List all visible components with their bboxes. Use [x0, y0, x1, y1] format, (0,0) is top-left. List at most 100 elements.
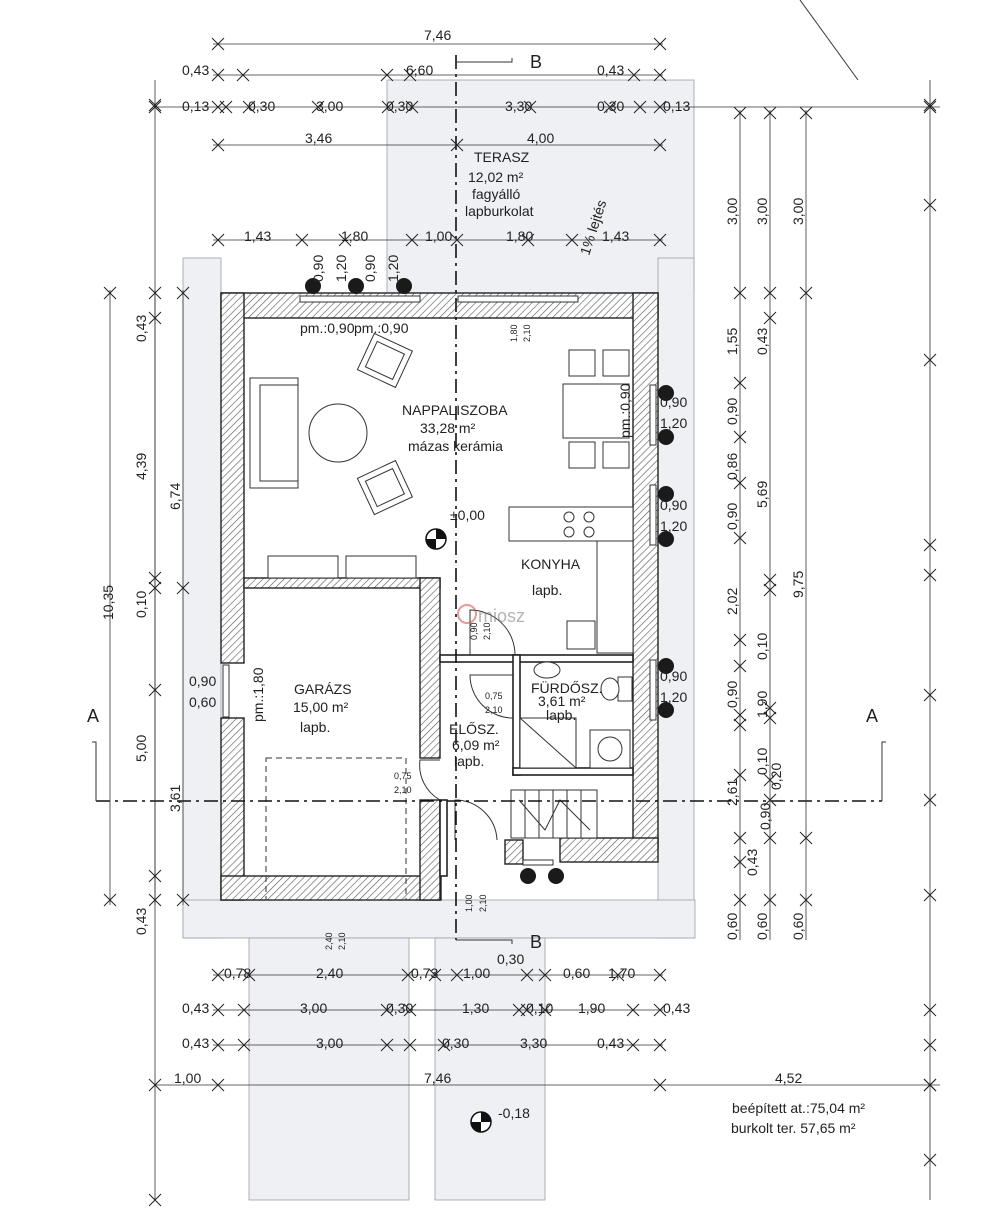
dimension-tick	[733, 718, 747, 732]
dimension-tick	[437, 1038, 451, 1052]
dim-right-c2: 0,60	[754, 913, 770, 940]
dining-chair	[568, 441, 596, 469]
window-label-pm: pm.:0,90	[300, 320, 355, 336]
dim-right-c1: 1,55	[724, 328, 740, 355]
dimension-tick	[733, 768, 747, 782]
room-name: GARÁZS	[294, 681, 352, 697]
dim-bottom-r3: 0,43	[182, 1000, 209, 1016]
window-label-right: 1,20	[660, 689, 687, 705]
room-garazs: GARÁZS 15,00 m² lapb.	[293, 681, 352, 735]
room-finish: lapb.	[454, 753, 484, 769]
dimension-tick	[380, 1038, 394, 1052]
dim-right-c2: 1,90	[754, 691, 770, 718]
door-garage	[419, 759, 441, 801]
window-right-1	[649, 384, 657, 446]
dimension-tick	[450, 233, 464, 247]
dimension-tick	[148, 571, 162, 585]
door-label: 1,00	[464, 894, 474, 912]
dim-bottom-r5: 7,46	[424, 1070, 451, 1086]
dim-top-r3: 0,30	[597, 98, 624, 114]
room-finish: lapburkolat	[465, 203, 534, 219]
door-label: 2,10	[478, 894, 488, 912]
dim-right-c1: 0,90	[724, 503, 740, 530]
wall-top	[220, 292, 659, 319]
dim-right-c2: 0,43	[754, 328, 770, 355]
dimension-tick	[428, 968, 442, 982]
dimension-tick	[211, 233, 225, 247]
dim-bottom-r3: 3,00	[300, 1000, 327, 1016]
level-outside: -0,18	[498, 1105, 530, 1121]
wall-bottom-right	[559, 837, 659, 863]
wall-bath-top	[439, 654, 634, 663]
dimension-tick	[176, 286, 190, 300]
windows	[222, 295, 657, 866]
walkway	[434, 937, 546, 1201]
dimension-tick	[923, 1153, 937, 1167]
dimension-tick	[219, 100, 233, 114]
door-swings	[419, 609, 516, 841]
level-marker-main	[425, 528, 447, 550]
dimension-tick	[923, 538, 937, 552]
paved-areas	[182, 79, 696, 1201]
plant-icon	[348, 278, 364, 294]
dimension-tick	[295, 233, 309, 247]
dim-left-inner: 0,43	[133, 315, 149, 342]
dimension-tick	[763, 573, 777, 587]
dimension-tick	[103, 893, 117, 907]
dimension-tick	[763, 286, 777, 300]
wall-hall-left	[439, 799, 448, 877]
dimension-tick	[799, 831, 813, 845]
dimension-tick	[763, 711, 777, 725]
dim-right-c1: 0,60	[724, 913, 740, 940]
dimension-tick	[763, 583, 777, 597]
dimension-tick	[923, 353, 937, 367]
dimension-tick	[733, 708, 747, 722]
dining-chair	[602, 441, 630, 469]
dimension-tick	[538, 968, 552, 982]
dim-right-c1: 0,20	[768, 763, 784, 790]
dimension-tick	[733, 855, 747, 869]
dimension-tick	[520, 968, 534, 982]
plant-icon	[658, 429, 674, 445]
dimension-tick	[799, 893, 813, 907]
dim-bottom-r2: 2,40	[316, 965, 343, 981]
dim-right-c3: 9,75	[790, 571, 806, 598]
dim-bottom-r3: 1,90	[578, 1000, 605, 1016]
dimension-tick	[923, 1038, 937, 1052]
dim-right-c2: 0,10	[754, 633, 770, 660]
dim-bottom-r2: 1,70	[608, 965, 635, 981]
dimension-tick	[401, 968, 415, 982]
dim-top-r3: 3,30	[505, 98, 532, 114]
dim-top-r5: 1,00	[425, 228, 452, 244]
dim-top-r5: 1,80	[341, 228, 368, 244]
summary-paved-area: burkolt ter. 57,65 m²	[731, 1120, 856, 1136]
dimension-tick	[450, 138, 464, 152]
armchair-bottom	[356, 459, 414, 516]
plant-icon	[658, 702, 674, 718]
room-area: 3,61 m²	[538, 693, 586, 709]
dimension-tick	[627, 68, 641, 82]
summary-built-area: beépített at.:75,04 m²	[732, 1100, 865, 1116]
dim-top-r3: 0,13	[182, 98, 209, 114]
tv-unit-2	[345, 555, 417, 579]
section-label-a-right: A	[866, 706, 878, 726]
dim-top-r2: 0,43	[182, 62, 209, 78]
door-label: 0,90	[469, 622, 479, 640]
hob-ring	[583, 526, 595, 538]
dimension-tick	[733, 633, 747, 647]
dim-right-extra: 2,61	[724, 779, 740, 806]
dimension-tick	[733, 893, 747, 907]
dimension-tick	[237, 1038, 251, 1052]
dim-left-mid: 3,61	[167, 785, 183, 812]
dim-top-r3: 0,13	[663, 98, 690, 114]
dim-right-c2: 3,00	[754, 198, 770, 225]
dim-right-c1: 0,90	[724, 681, 740, 708]
dim-right-c1: 0,86	[724, 453, 740, 480]
wall-entry-right	[504, 839, 524, 865]
dim-left-inner: 0,10	[133, 591, 149, 618]
dim-top-r5: 1,43	[602, 228, 629, 244]
dim-left-inner: 0,43	[133, 908, 149, 935]
dimension-tick	[733, 376, 747, 390]
room-area: 15,00 m²	[293, 699, 349, 715]
